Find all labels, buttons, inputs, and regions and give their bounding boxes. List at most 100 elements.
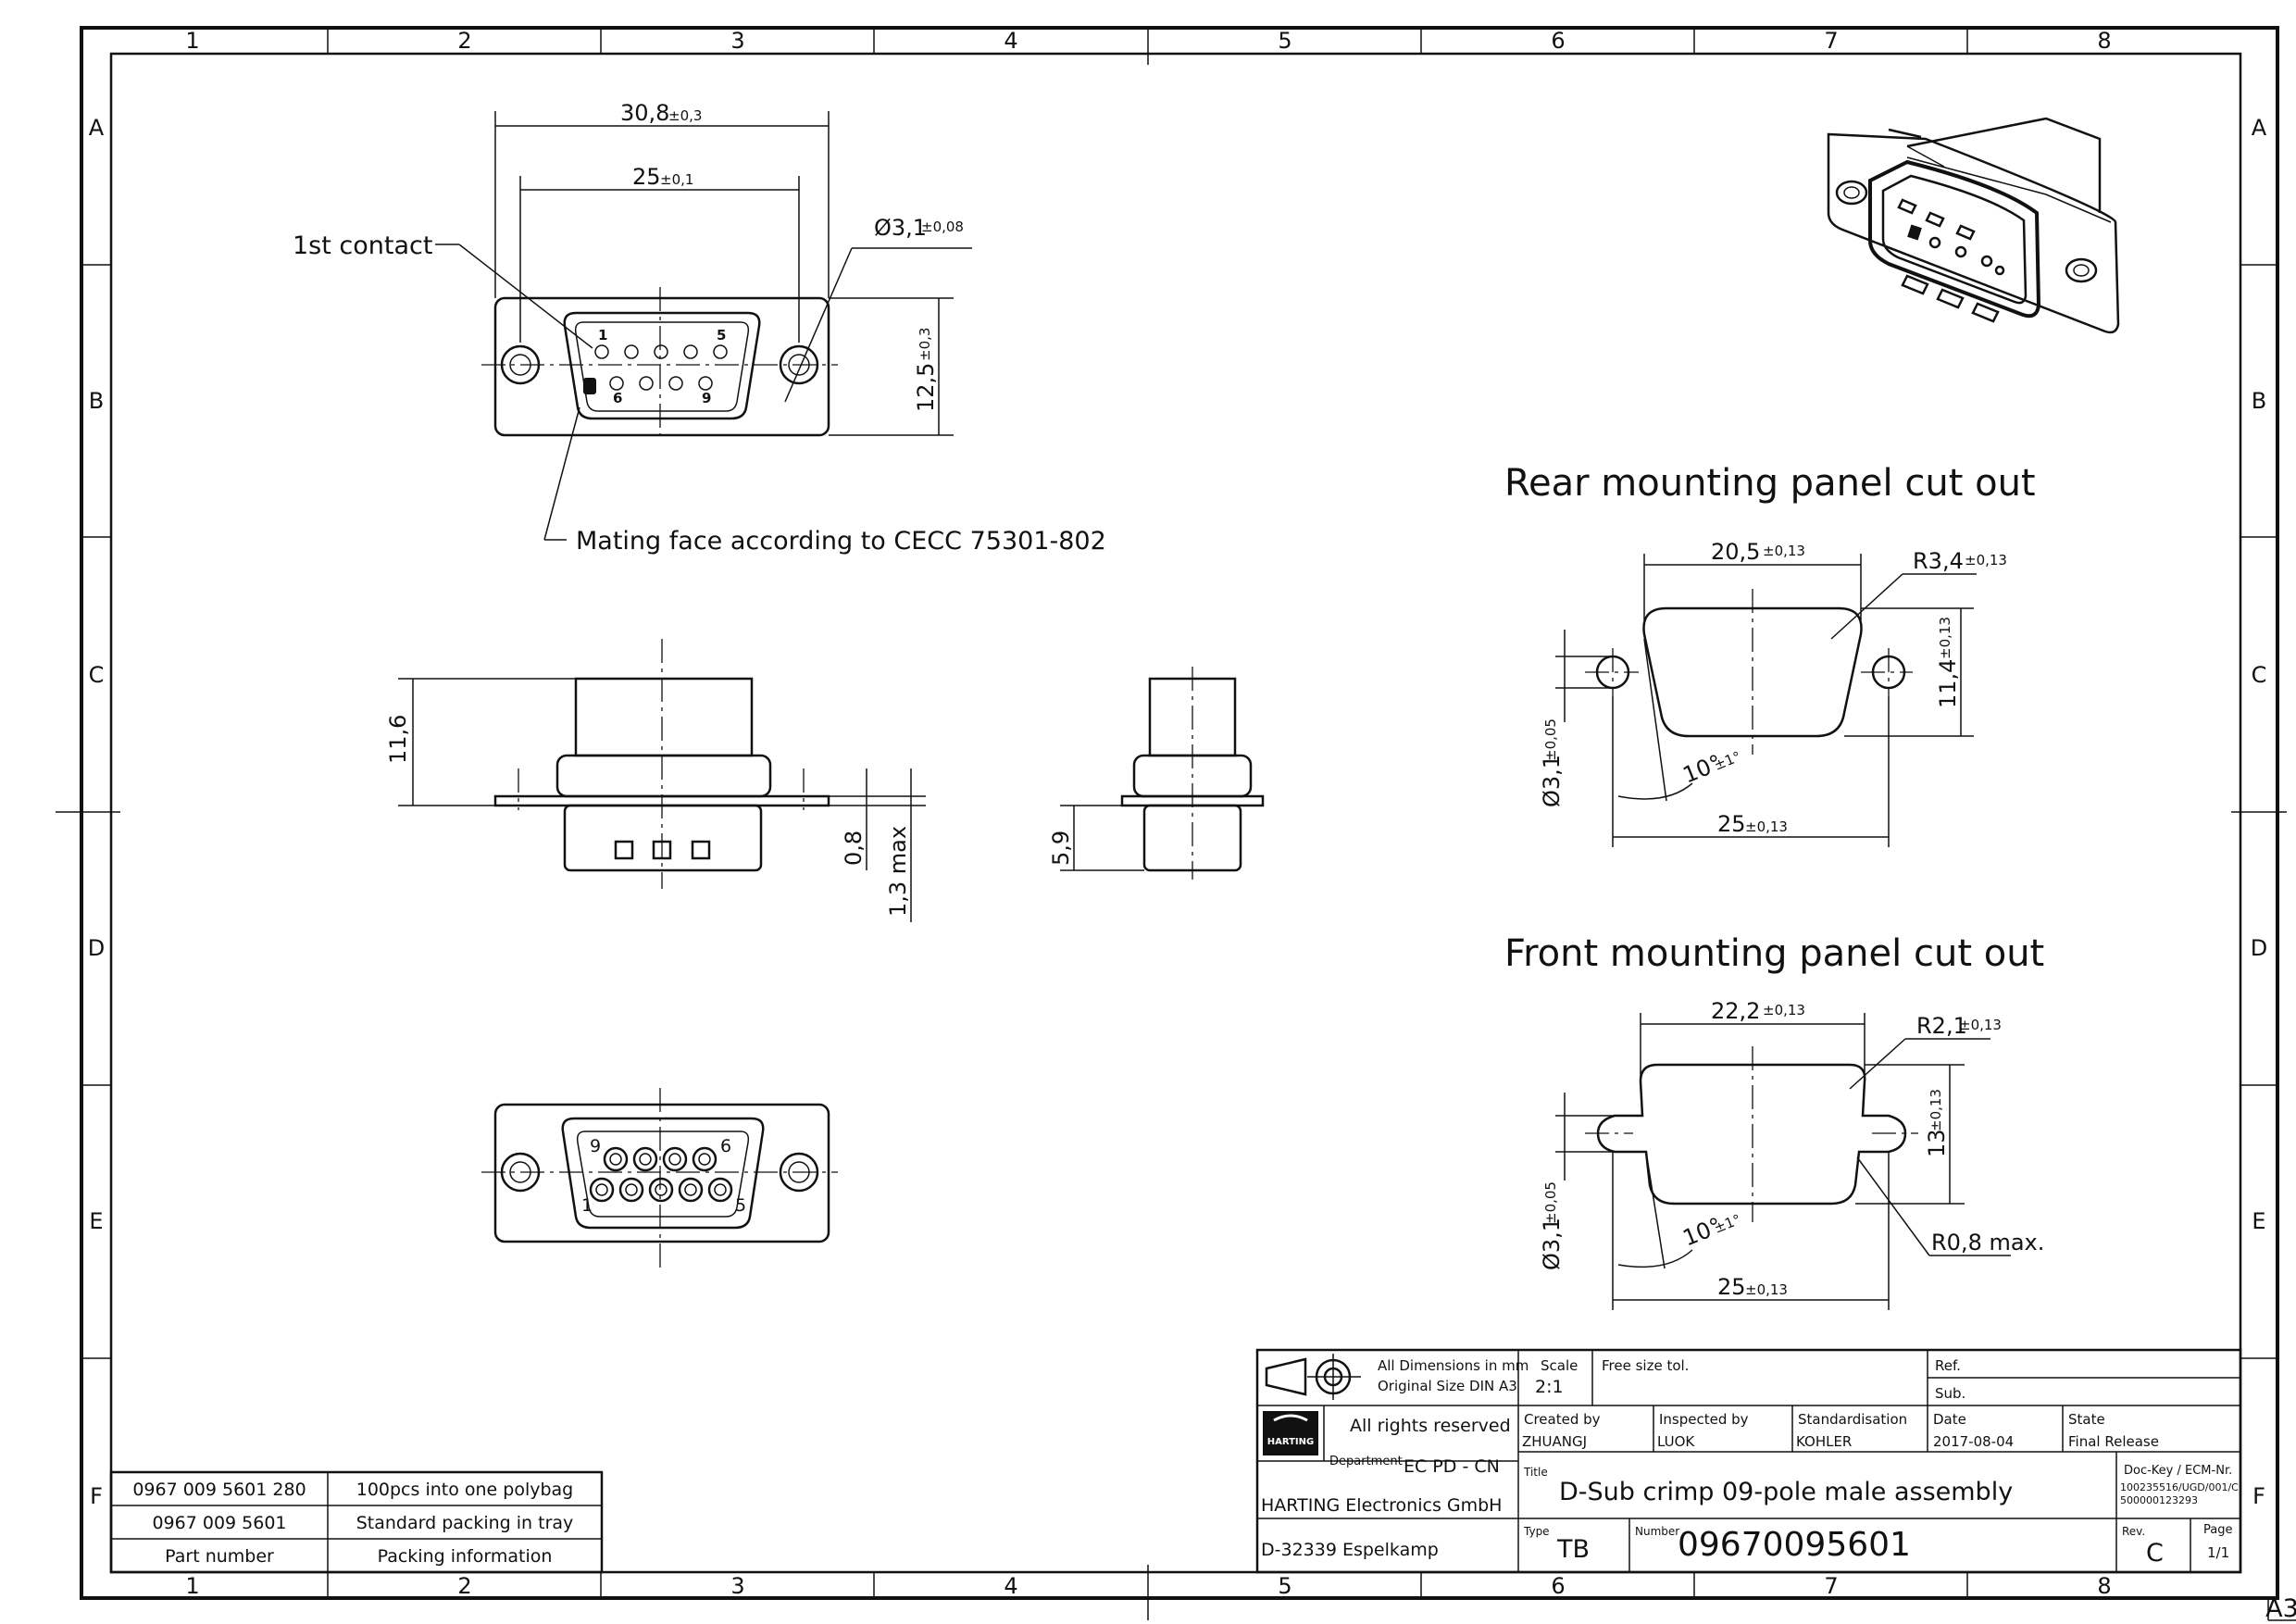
col-label-1: 1 — [185, 28, 199, 54]
col-label-2: 2 — [457, 28, 471, 54]
front-dim-pitch-tol: ±0,13 — [1745, 1281, 1788, 1298]
rear-dim-height-value: 11,4 — [1935, 659, 1961, 708]
side-dim-height: 11,6 — [385, 715, 411, 764]
title-value: D-Sub crimp 09-pole male assembly — [1559, 1478, 2013, 1506]
dim-hole-value: Ø3,1 — [874, 215, 927, 241]
rights-note: All rights reserved — [1350, 1416, 1511, 1436]
harting-logo-text: HARTING — [1267, 1437, 1314, 1447]
row-label-b: B — [89, 388, 104, 414]
created-value: ZHUANGJ — [1522, 1433, 1587, 1450]
ref-label: Ref. — [1935, 1357, 1961, 1374]
type-label: Type — [1523, 1525, 1550, 1538]
type-value: TB — [1556, 1535, 1590, 1564]
date-label: Date — [1933, 1411, 1966, 1428]
packing-row-1-info: 100pcs into one polybag — [356, 1480, 574, 1500]
packing-header-info: Packing information — [378, 1546, 553, 1567]
standard-value: KOHLER — [1796, 1433, 1852, 1450]
row-label-f: F — [90, 1483, 103, 1509]
mating-face-label: Mating face according to CECC 75301-802 — [576, 527, 1106, 556]
company-name: HARTING Electronics GmbH — [1261, 1495, 1502, 1516]
date-value: 2017-08-04 — [1933, 1433, 2014, 1450]
dim-height-tol: ±0,3 — [917, 328, 933, 361]
col-label-7-bottom: 7 — [1824, 1573, 1838, 1599]
title-label: Title — [1523, 1466, 1548, 1479]
rear-dim-hole-tol: ±0,05 — [1542, 718, 1559, 761]
side-dim-flange: 0,8 — [841, 831, 867, 866]
department-value: EC PD - CN — [1404, 1456, 1500, 1477]
dim-hole-tol: ±0,08 — [921, 219, 964, 235]
rear-dim-width-tol: ±0,13 — [1763, 543, 1805, 559]
col-label-8-bottom: 8 — [2097, 1573, 2111, 1599]
front-dim-width-tol: ±0,13 — [1763, 1002, 1805, 1018]
page-label: Page — [2203, 1523, 2232, 1537]
side-view: 11,6 0,8 1,3 max — [385, 639, 926, 922]
col-label-5: 5 — [1278, 28, 1292, 54]
front-dim-radius-value: R2,1 — [1916, 1013, 1967, 1039]
rear-dim-width-value: 20,5 — [1711, 539, 1760, 565]
front-dim-height-tol: ±0,13 — [1928, 1089, 1944, 1131]
department-label: Department — [1329, 1455, 1403, 1468]
sheet-frame — [56, 26, 2296, 1621]
rear-cutout-title: Rear mounting panel cut out — [1504, 462, 2036, 505]
front-dim-hole-value: Ø3,1 — [1539, 1218, 1565, 1270]
front-dim-radius-tol: ±0,13 — [1959, 1017, 2002, 1033]
packing-row-2-info: Standard packing in tray — [356, 1513, 574, 1533]
rear-cutout: Rear mounting panel cut out 20,5 ±0,13 R… — [1504, 462, 2036, 847]
col-label-5-bottom: 5 — [1278, 1573, 1292, 1599]
standard-label: Standardisation — [1798, 1411, 1907, 1428]
rear-dim-pitch-tol: ±0,13 — [1745, 818, 1788, 835]
packing-row-1-part: 0967 009 5601 280 — [132, 1480, 306, 1500]
end-dim-depth: 5,9 — [1048, 831, 1074, 866]
col-label-4: 4 — [1004, 28, 1017, 54]
scale-value: 2:1 — [1535, 1377, 1564, 1397]
col-label-8: 8 — [2097, 28, 2111, 54]
front-dim-pitch-value: 25 — [1717, 1274, 1746, 1300]
col-label-1-bottom: 1 — [185, 1573, 199, 1599]
rear-dim-radius-tol: ±0,13 — [1965, 552, 2007, 568]
dim-height-value: 12,5 — [913, 363, 939, 412]
free-tol-label: Free size tol. — [1602, 1357, 1689, 1374]
number-label: Number — [1635, 1525, 1679, 1538]
dim-width-value: 30,8 — [620, 100, 669, 126]
row-label-b-right: B — [2252, 388, 2266, 414]
first-contact-label: 1st contact — [293, 231, 432, 260]
inspected-value: LUOK — [1657, 1433, 1695, 1450]
side-dim-max: 1,3 max — [885, 826, 911, 917]
pin-6-label: 6 — [613, 390, 622, 406]
row-label-c-right: C — [2252, 662, 2267, 688]
col-label-4-bottom: 4 — [1004, 1573, 1017, 1599]
col-label-6: 6 — [1551, 28, 1565, 54]
harting-logo — [1263, 1411, 1318, 1455]
front-dim-hole-tol: ±0,05 — [1542, 1181, 1559, 1224]
col-label-3-bottom: 3 — [730, 1573, 744, 1599]
scale-label: Scale — [1541, 1357, 1578, 1374]
packing-row-2-part: 0967 009 5601 — [152, 1513, 286, 1533]
bottom-pin-9: 9 — [590, 1136, 601, 1156]
row-label-d-right: D — [2251, 935, 2267, 961]
bottom-view: 9 6 1 5 — [481, 1088, 838, 1273]
dim-pitch-value: 25 — [632, 164, 661, 190]
rev-value: C — [2146, 1539, 2164, 1568]
rear-dim-height-tol: ±0,13 — [1937, 617, 1953, 659]
pin-5-label: 5 — [717, 327, 726, 344]
doc-key-label: Doc-Key / ECM-Nr. — [2124, 1464, 2232, 1478]
sheet-format: A3 — [2265, 1594, 2296, 1623]
pin-1-label: 1 — [598, 327, 607, 344]
front-dim-width-value: 22,2 — [1711, 998, 1760, 1024]
row-label-e-right: E — [2252, 1208, 2265, 1234]
col-label-3: 3 — [730, 28, 744, 54]
created-label: Created by — [1524, 1411, 1601, 1428]
title-block: HARTING All Dimensions in mm Original Si… — [1255, 1348, 2242, 1574]
bottom-pin-5: 5 — [735, 1195, 746, 1216]
inspected-label: Inspected by — [1659, 1411, 1749, 1428]
packing-header-part: Part number — [165, 1546, 274, 1567]
state-value: Final Release — [2068, 1433, 2159, 1450]
sub-label: Sub. — [1935, 1385, 1965, 1402]
col-label-7: 7 — [1824, 28, 1838, 54]
row-label-d: D — [88, 935, 105, 961]
front-dim-height-value: 13 — [1924, 1129, 1950, 1157]
front-cutout-title: Front mounting panel cut out — [1504, 932, 2044, 975]
end-view: 5,9 — [1048, 667, 1265, 880]
rear-dim-hole-value: Ø3,1 — [1539, 755, 1565, 807]
